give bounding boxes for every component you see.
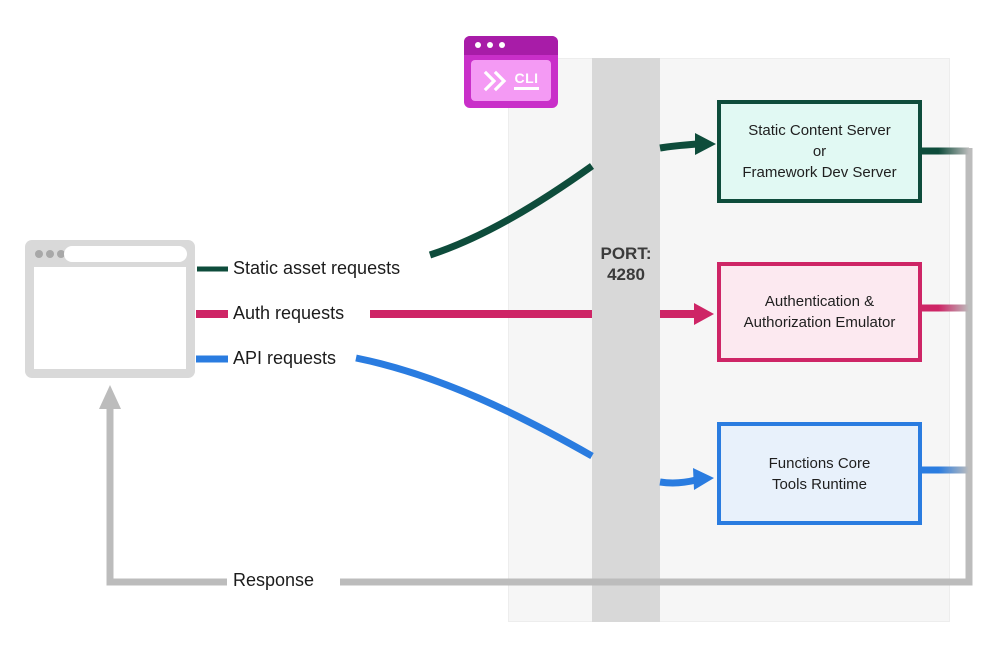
static-content-server-line3: Framework Dev Server (742, 164, 897, 181)
functions-runtime-line1: Functions Core (768, 454, 871, 472)
browser-viewport (34, 267, 186, 369)
response-label: Response (233, 570, 315, 590)
browser-window-icon (25, 240, 195, 378)
auth-emulator-box: Authentication & Authorization Emulator (717, 262, 922, 362)
static-content-server-line2: or (812, 143, 827, 160)
static-asset-requests-label: Static asset requests (233, 258, 401, 278)
cli-titlebar (464, 36, 558, 55)
browser-dot-icon (57, 250, 65, 258)
cli-dot-icon (487, 42, 493, 48)
static-content-server-box: Static Content Server or Framework Dev S… (717, 100, 922, 203)
cli-icon: CLI (464, 36, 558, 108)
port-label-line2: 4280 (607, 265, 645, 284)
cli-screen: CLI (471, 60, 551, 101)
double-chevron-icon (484, 70, 507, 91)
auth-emulator-line2: Authorization Emulator (743, 314, 896, 331)
functions-runtime-line2: Tools Runtime (771, 475, 868, 493)
static-content-server-line1: Static Content Server (748, 122, 891, 139)
cli-dot-icon (475, 42, 481, 48)
cli-dot-icon (499, 42, 505, 48)
response-arrowhead-icon (99, 385, 121, 409)
api-requests-label: API requests (233, 348, 337, 368)
port-label-line1: PORT: (600, 244, 652, 263)
port-bar (592, 58, 660, 622)
browser-dot-icon (35, 250, 43, 258)
cli-label: CLI (514, 71, 539, 90)
functions-runtime-box: Functions Core Tools Runtime (717, 422, 922, 525)
browser-dot-icon (46, 250, 54, 258)
port-label: PORT: 4280 (588, 243, 664, 285)
auth-requests-label: Auth requests (233, 303, 345, 323)
browser-address-bar (64, 246, 187, 262)
auth-emulator-line1: Authentication & (764, 293, 875, 310)
